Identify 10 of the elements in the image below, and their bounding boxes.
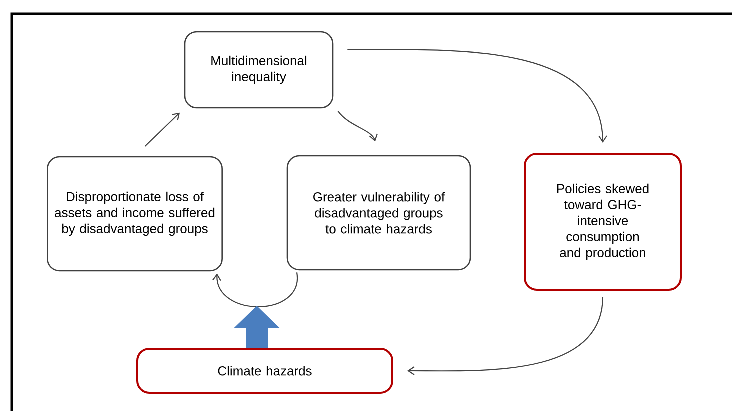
process-box: Multidimensional inequality [184,31,334,109]
process-box: Disproportionate loss of assets and income suffered by disadvantaged groups [47,156,223,272]
process-box: Climate hazards [136,348,394,394]
arrow [338,111,378,142]
process-box: Policies skewed toward GHG-intensive consumption and production [524,153,682,291]
arrow [408,296,604,376]
arrow [348,49,608,143]
arrow [144,112,180,147]
process-box: Greater vulnerability of disadvantaged groups to climate hazards [286,155,472,271]
arrow [212,272,298,308]
